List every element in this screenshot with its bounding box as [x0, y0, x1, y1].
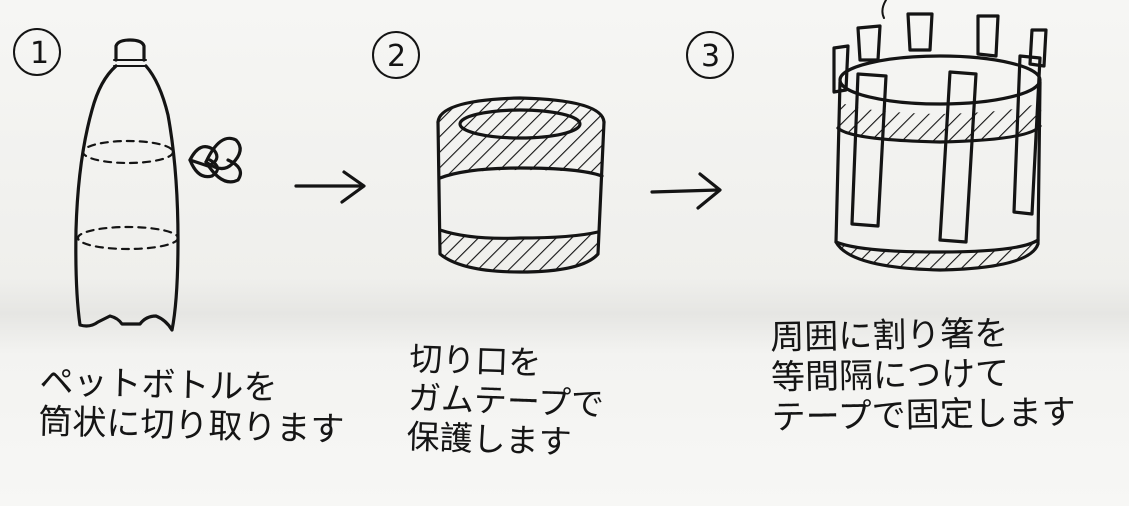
chopstick [938, 70, 978, 244]
arrow-right-icon [294, 170, 366, 204]
step-2-group: 2 [372, 31, 606, 274]
step-3-group: 3 [686, 0, 1048, 272]
chopstick [1028, 28, 1048, 68]
step-3-number-badge: 3 [686, 31, 734, 79]
arrow-right-icon [650, 172, 722, 210]
lower-cut-line [76, 225, 180, 251]
step-2-number-badge: 2 [372, 31, 420, 79]
taped-ring-icon [436, 96, 606, 274]
upper-cut-line [81, 139, 175, 165]
step-2-number: 2 [387, 39, 406, 74]
bottle-icon [74, 38, 180, 332]
scissors-icon [188, 136, 242, 184]
chopstick [976, 14, 1000, 58]
chopstick-basket-icon [832, 0, 1048, 272]
step-2-caption: 切り口を ガムテープで 保護します [405, 339, 605, 462]
chopstick [850, 72, 888, 228]
chopstick [1012, 54, 1042, 216]
step-1-number-badge: 1 [13, 28, 61, 76]
step-1-number: 1 [30, 36, 49, 71]
chopstick [856, 24, 882, 62]
chopstick [832, 44, 850, 94]
step-3-number: 3 [701, 39, 720, 74]
step-1-group: 1 [13, 28, 242, 332]
step-3-caption: 周囲に割り箸を 等間隔につけて テープで固定します [770, 313, 1077, 439]
chopstick [906, 12, 934, 52]
step-1-caption: ペットボトルを 筒状に切り取ります [37, 362, 345, 451]
